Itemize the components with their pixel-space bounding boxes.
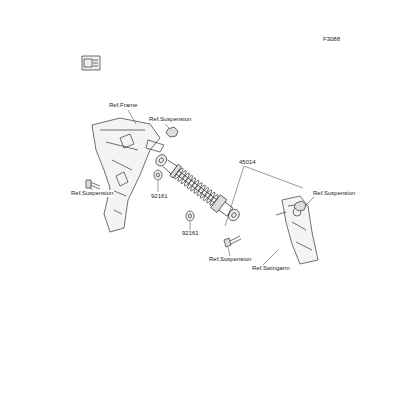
leader-lines xyxy=(90,110,318,266)
bolt xyxy=(86,180,100,189)
part-reference: F3088 xyxy=(322,36,341,43)
part-reference: Ref.Swingarm xyxy=(251,265,291,272)
swingarm-part xyxy=(276,196,318,264)
part-reference: Ref.Suspension xyxy=(148,116,192,123)
frame-part xyxy=(92,118,164,232)
nut xyxy=(166,127,178,137)
callout-number: 92161 xyxy=(150,193,169,200)
nut xyxy=(294,201,306,211)
part-reference: Ref.Suspension xyxy=(208,256,252,263)
part-reference: Ref.Suspension xyxy=(312,190,356,197)
callout-number: 92161 xyxy=(181,230,200,237)
part-reference: Ref.Frame xyxy=(108,102,138,109)
bolt xyxy=(224,236,241,247)
callout-number: 45014 xyxy=(238,159,257,166)
part-reference: Ref.Suspension xyxy=(70,190,114,197)
model-icon xyxy=(82,56,100,70)
